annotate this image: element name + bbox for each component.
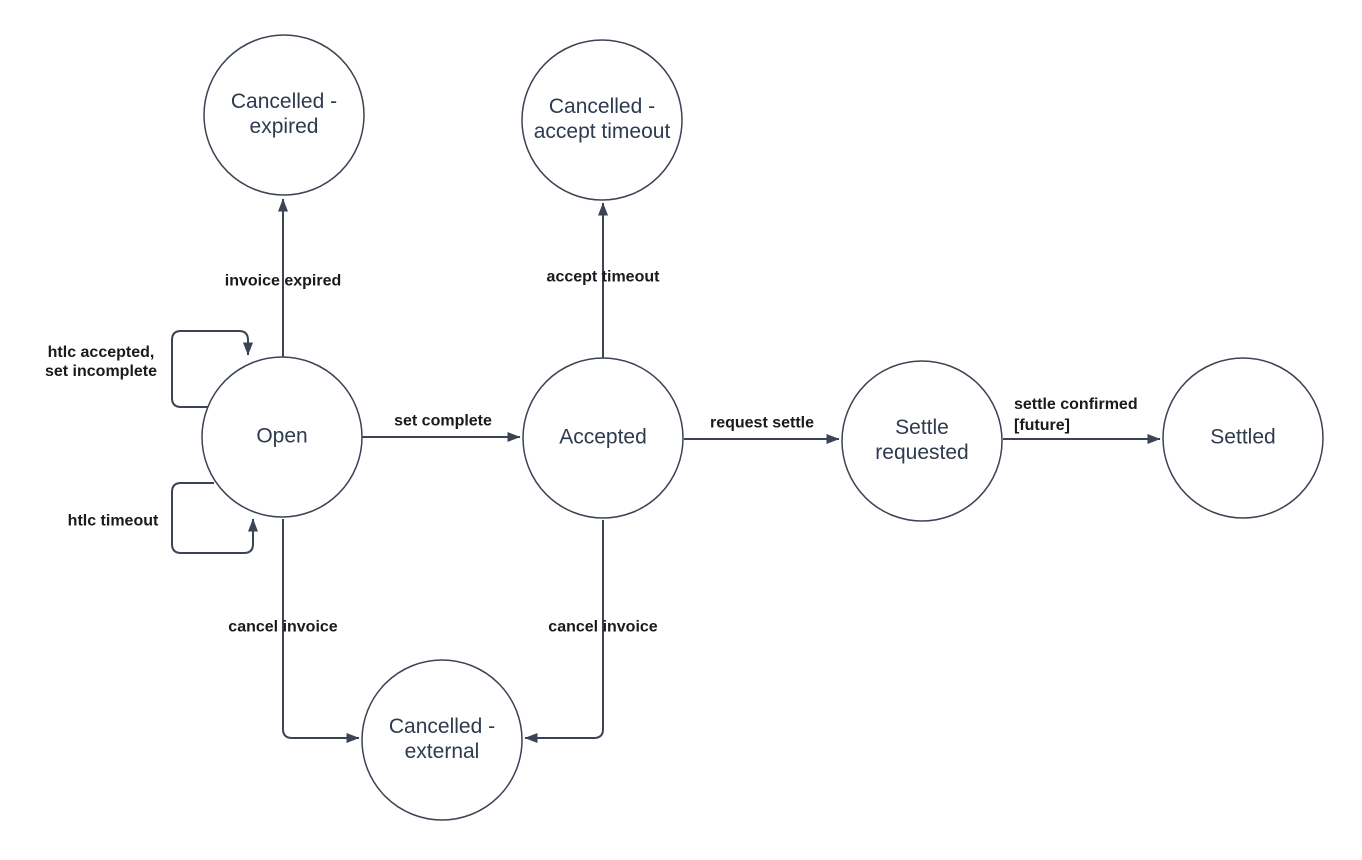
node-label-open: Open xyxy=(256,424,308,448)
edge-label-set-complete: set complete xyxy=(394,412,492,430)
node-label-cancelled-accept-timeout: Cancelled - accept timeout xyxy=(533,95,671,143)
edge-label-settle-confirmed-future: settle confirmed [future] xyxy=(1014,396,1138,434)
state-node-settled xyxy=(1162,357,1324,519)
node-label-cancelled-expired: Cancelled - expired xyxy=(230,90,338,138)
state-node-cancelled-expired xyxy=(203,34,365,196)
edge-label-htlc-timeout: htlc timeout xyxy=(67,512,159,530)
edge-label-request-settle: request settle xyxy=(709,414,815,432)
edge-label-cancel-invoice-right: cancel invoice xyxy=(548,618,658,636)
node-label-settle-requested: Settle requested xyxy=(875,416,969,464)
edge-label-cancel-invoice-left: cancel invoice xyxy=(228,618,338,636)
state-node-open xyxy=(201,356,363,518)
edge-label-htlc-accepted-set-incomplete: htlc accepted, set incomplete xyxy=(44,343,158,380)
edge-open-to-cancelled-external xyxy=(282,519,360,743)
node-label-cancelled-external: Cancelled - external xyxy=(388,715,496,763)
edge-accepted-to-cancelled-external xyxy=(524,520,604,743)
node-label-settled: Settled xyxy=(1210,425,1276,449)
state-node-accepted xyxy=(522,357,684,519)
node-label-accepted: Accepted xyxy=(559,425,647,449)
state-node-settle-requested xyxy=(841,360,1003,522)
state-node-cancelled-accept-timeout xyxy=(521,39,683,201)
edge-open-self-loop-top xyxy=(171,330,253,408)
edge-label-accept-timeout: accept timeout xyxy=(546,268,660,286)
state-node-cancelled-external xyxy=(361,659,523,821)
edge-open-self-loop-bottom xyxy=(171,482,258,554)
edge-label-invoice-expired: invoice expired xyxy=(224,272,342,290)
